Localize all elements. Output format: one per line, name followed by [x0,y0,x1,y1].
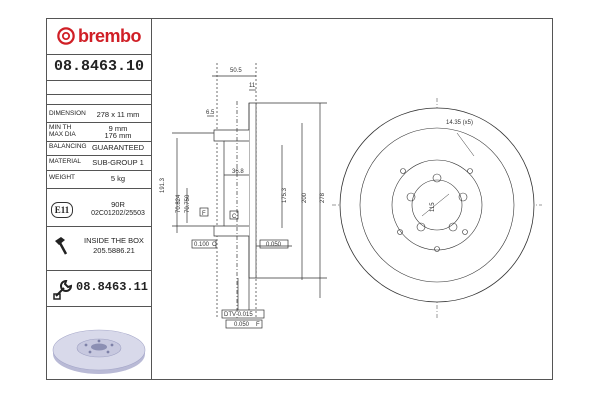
divider [46,141,152,142]
spec-value: 176 mm [104,131,132,140]
sheet-frame [46,18,553,380]
divider [46,80,152,81]
disc-outer-edge [339,107,535,303]
small-hole [434,246,440,252]
info-column: brembo 08.8463.10 DIMENSION 278 x 11 mm … [46,18,152,380]
spec-key: MIN TH [49,124,72,131]
spec-max-dia: MAX DIA 176 mm [46,131,152,140]
certification: E11 90R 02C01202/25503 [46,194,152,230]
small-hole [397,229,403,235]
datum-c: C [232,214,237,220]
center-bore [411,179,463,231]
runout-value: 0.100 [194,242,210,248]
divider [46,188,152,189]
cross-section [172,63,327,329]
brand-header: brembo [46,18,152,54]
dim-thickness: 11 [249,83,256,89]
cert-line-1: 90R [111,200,125,209]
hat-edge [391,159,483,251]
dim-175: 175.3 [282,187,288,203]
dim-holes: 14.35 (x5) [446,120,473,126]
dim-inner-depth: 36.8 [232,169,244,175]
screw-icon [55,237,68,255]
technical-drawing: 50.5 11 6.5 36.8 191.3 70.824 70.750 175… [160,63,542,329]
braking-band-inner [359,127,515,283]
divider [46,122,152,123]
bolt-hole [458,192,468,202]
spec-weight: WEIGHT 5 kg [46,174,152,186]
part-number: 08.8463.10 [53,58,144,75]
brand-name: brembo [77,25,142,46]
dim-70-824: 70.824 [176,194,182,213]
spec-key: DIMENSION [49,110,86,117]
spec-dimension: DIMENSION 278 x 11 mm [46,110,152,122]
runout-ref: C [212,242,217,248]
inside-box-code: 205.5886.21 [93,246,135,255]
section-dimensions: 50.5 11 6.5 36.8 191.3 70.824 70.750 175… [160,68,326,328]
flatness-ref: F [256,322,260,328]
dim-hat-offset: 6.5 [206,110,215,116]
dim-278: 278 [320,192,326,203]
face-view: 14.35 (x5) 115 [332,98,542,318]
spec-material: MATERIAL SUB-GROUP 1 [46,158,152,170]
dtv-value: DTV 0.015 [224,312,253,318]
dim-pcd: 115 [430,202,436,212]
datum-f: F [202,211,206,217]
wrench-icon [53,279,73,300]
spec-key: MAX DIA [49,131,76,138]
small-hole [467,168,473,174]
parallel-value: 0.050 [266,242,282,248]
spec-value: 9 mm [108,124,128,133]
bolt-hole [432,173,442,183]
spec-balancing: BALANCING GUARANTEED [46,143,152,155]
divider [46,170,152,171]
divider [46,104,152,105]
inside-the-box: INSIDE THE BOX 205.5886.21 [46,230,152,264]
bolt-hole [406,192,416,202]
divider [46,306,152,307]
spec-key: BALANCING [49,143,87,150]
divider [46,54,152,55]
disc-thumbnail [52,329,146,374]
inside-box-label: INSIDE THE BOX [84,236,144,245]
divider [46,155,152,156]
divider [46,270,152,271]
flatness-value: 0.050 [234,322,250,328]
small-hole [462,229,468,235]
spec-value: GUARANTEED [91,143,145,152]
spec-value: 278 x 11 mm [96,110,140,119]
alternative-code: 08.8463.11 [76,280,149,294]
spec-key: WEIGHT [49,174,75,181]
cert-line-2: 02C01202/25503 [91,210,145,217]
bolt-hole [448,222,458,232]
dim-width-total: 50.5 [230,68,242,74]
spec-key: MATERIAL [49,158,82,165]
dim-70-750: 70.750 [185,194,191,213]
e11-badge: E11 [51,202,73,218]
divider [46,226,152,227]
spec-min-th: MIN TH 9 mm [46,124,152,133]
spec-value: 5 kg [110,174,126,183]
bolt-hole [416,222,426,232]
brembo-logo-icon [57,27,75,45]
divider [46,94,152,95]
small-hole [400,168,406,174]
alternative-part: 08.8463.11 [46,274,152,304]
spec-value: SUB-GROUP 1 [92,158,144,167]
dim-200: 200 [302,192,308,203]
dim-191: 191.3 [160,177,166,193]
